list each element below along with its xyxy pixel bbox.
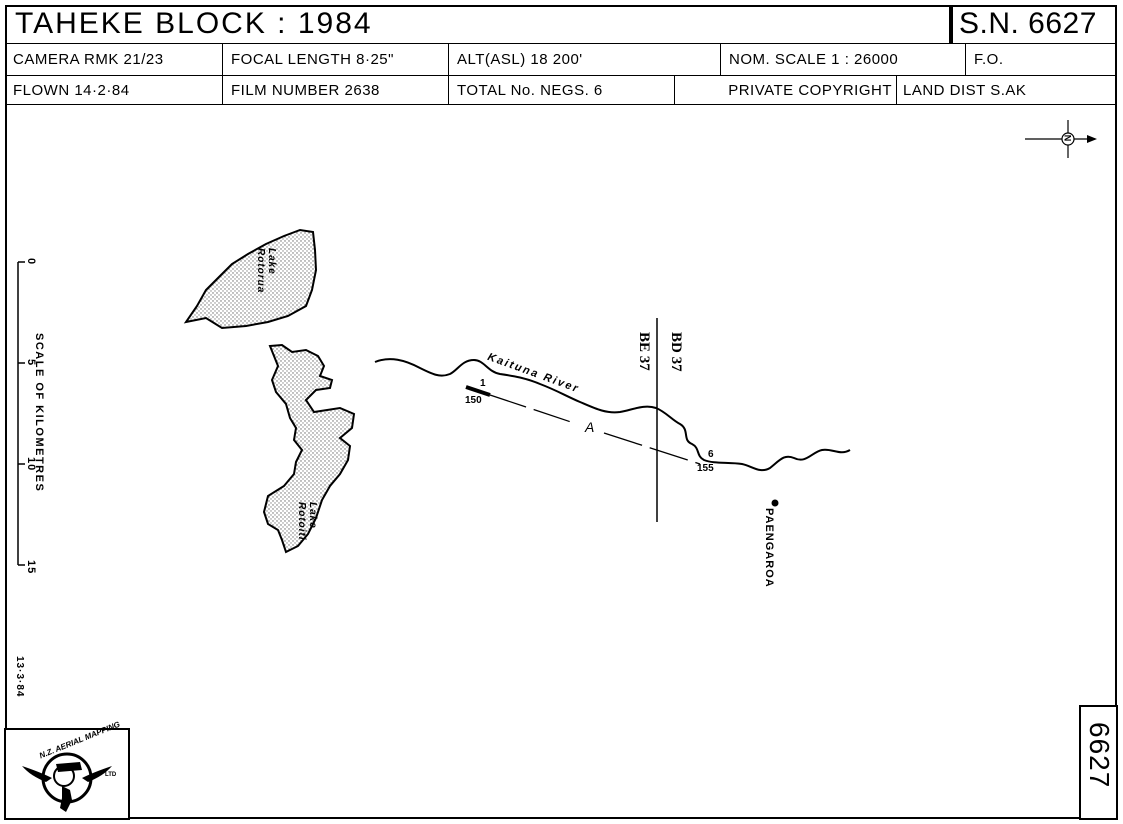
scale-bar: [17, 261, 25, 566]
sn-number: S.N. 6627: [950, 5, 1117, 43]
lake-rotoiti-shape: [262, 343, 356, 554]
logo-subtext: LTD: [105, 772, 117, 778]
nominal-scale-cell: NOM. SCALE 1 : 26000: [721, 44, 966, 75]
focal-length-cell: FOCAL LENGTH 8·25": [223, 44, 449, 75]
map-frame: [5, 5, 1117, 819]
lake-rotoiti-label-line-1: Lake: [307, 502, 318, 529]
run-start-negative: 1: [480, 378, 486, 389]
sheet-label-be37: BE 37: [636, 332, 652, 371]
lake-rotoiti-label: Lake Rotoiti: [296, 502, 318, 541]
paengaroa-town-marker: [771, 499, 779, 507]
film-number-cell: FILM NUMBER 2638: [223, 76, 449, 104]
camera-cell: CAMERA RMK 21/23: [5, 44, 223, 75]
run-end-photo-number: 155: [697, 463, 714, 474]
fo-cell: F.O.: [974, 51, 1004, 68]
lake-rotorua-label-line-2: Rotorua: [255, 248, 266, 294]
flown-cell: FLOWN 14·2·84: [5, 76, 223, 104]
paengaroa-label: PAENGAROA: [763, 508, 775, 588]
lake-rotorua-label-line-1: Lake: [266, 248, 277, 275]
corner-sheet-number: 6627: [1084, 722, 1115, 789]
lake-rotorua-shape: [183, 228, 318, 330]
total-negs-cell: TOTAL No. NEGS. 6: [449, 76, 675, 104]
aerial-mapping-logo-icon: [22, 752, 112, 812]
scale-tick-15: 15: [25, 560, 37, 575]
north-arrow-icon: [1025, 120, 1097, 158]
block-title: TAHEKE BLOCK : 1984: [5, 5, 950, 43]
scale-tick-5: 5: [25, 359, 37, 367]
scale-tick-10: 10: [25, 457, 37, 472]
corner-number-box: [1079, 705, 1118, 820]
lake-rotorua-label: Lake Rotorua: [255, 248, 277, 293]
kaituna-river-line: [374, 358, 851, 472]
land-district-cell: LAND DIST S.AK: [903, 81, 1027, 99]
title-row: TAHEKE BLOCK : 1984 S.N. 6627: [5, 5, 1117, 44]
copyright-cell: PRIVATE COPYRIGHT: [675, 76, 897, 104]
sheet-label-bd37: BD 37: [668, 332, 684, 372]
compiled-date: 13·3·84: [14, 656, 25, 698]
north-letter: N: [1062, 134, 1073, 142]
run-label: A: [585, 419, 595, 435]
info-row-2: FLOWN 14·2·84 FILM NUMBER 2638 TOTAL No.…: [5, 76, 1117, 105]
run-start-photo-number: 150: [465, 395, 482, 406]
run-end-negative: 6: [708, 449, 714, 460]
scale-tick-0: 0: [25, 258, 37, 266]
altitude-cell: ALT(ASL) 18 200': [449, 44, 721, 75]
lake-rotoiti-label-line-2: Rotoiti: [296, 502, 307, 541]
info-row-1: CAMERA RMK 21/23 FOCAL LENGTH 8·25" ALT(…: [5, 44, 1117, 76]
flight-run-a: [465, 385, 701, 465]
